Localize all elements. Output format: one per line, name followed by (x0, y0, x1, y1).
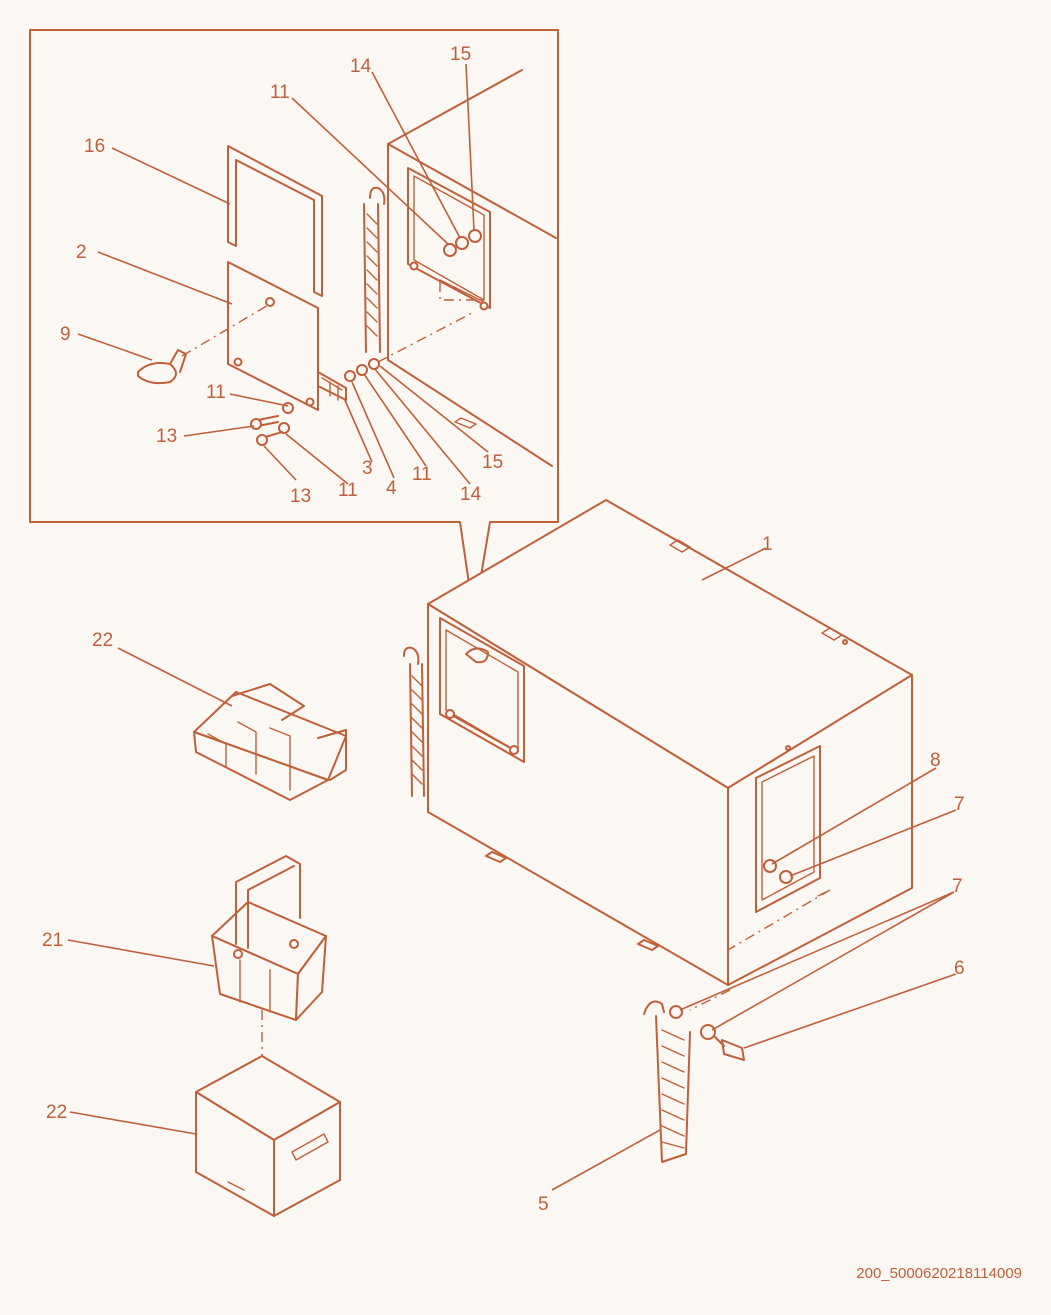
label-14-top: 14 (350, 56, 372, 77)
label-8: 8 (930, 750, 941, 771)
label-15-top: 15 (450, 44, 471, 65)
battery-cover (193, 683, 347, 801)
inset-callout-labels: 16 2 9 11 14 15 11 13 13 11 3 4 11 14 15 (60, 44, 503, 507)
label-21: 21 (42, 930, 63, 951)
retaining-chain-assembly (643, 1000, 745, 1163)
inset-latch-handle (137, 303, 271, 385)
inset-callout-frame (29, 29, 559, 619)
label-15-bottom: 15 (482, 452, 503, 473)
inset-door-panel (227, 261, 347, 411)
inset-enclosure-corner (387, 69, 557, 467)
label-7-lower: 7 (952, 876, 963, 897)
label-7-upper: 7 (954, 794, 965, 815)
label-11-top: 11 (270, 82, 290, 103)
battery-enclosure (403, 499, 913, 1011)
label-13-lower: 13 (290, 486, 311, 507)
figure-code: 200_5000620218114009 (856, 1265, 1022, 1282)
inset-door-gasket (227, 145, 323, 297)
label-4: 4 (386, 478, 397, 499)
inset-retaining-chain (363, 186, 386, 353)
label-9: 9 (60, 324, 71, 345)
label-22-box: 22 (46, 1102, 67, 1123)
main-callout-labels: 1 22 21 22 8 7 7 6 5 (42, 534, 965, 1215)
label-16: 16 (84, 136, 105, 157)
inset-screws-washers (250, 311, 475, 446)
label-6: 6 (954, 958, 965, 979)
label-11-bottom: 11 (338, 480, 358, 501)
label-14-bottom: 14 (460, 484, 482, 505)
label-11-right: 11 (412, 464, 432, 485)
battery-box (195, 1055, 341, 1217)
label-1: 1 (762, 534, 773, 555)
label-13-upper: 13 (156, 426, 177, 447)
label-3: 3 (362, 458, 373, 479)
label-5: 5 (538, 1194, 549, 1215)
label-2: 2 (76, 242, 87, 263)
leader-lines (67, 63, 957, 1191)
label-11-left: 11 (206, 382, 226, 403)
label-22-cover: 22 (92, 630, 113, 651)
